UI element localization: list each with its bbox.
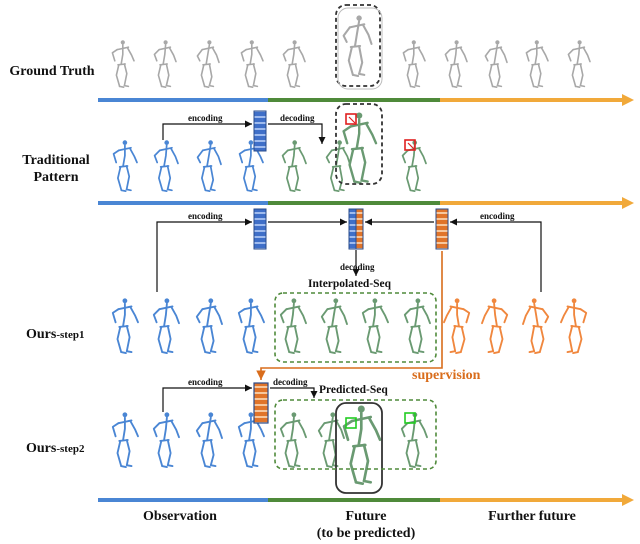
pose-figure [237, 412, 265, 469]
success-box-1 [345, 417, 357, 429]
timeline-arrowhead-2 [622, 197, 634, 209]
encoding-label-step1-left: encoding [188, 211, 223, 221]
latent-vector-step1-future [435, 208, 449, 250]
pose-figure [481, 298, 509, 355]
pose-figure [342, 405, 382, 486]
interpolated-seq-label: Interpolated-Seq [308, 278, 392, 290]
row-label-traditional-line1: Traditional [22, 153, 90, 168]
predicted-seq-box [274, 399, 437, 470]
error-box-1 [345, 113, 357, 125]
latent-vector-step1-obs [253, 208, 267, 250]
row-label-ours-step2: Ours-step2 [26, 440, 118, 458]
interpolated-seq-box [274, 292, 437, 363]
traditional-highlight-box [335, 103, 383, 185]
pose-figure [111, 40, 135, 88]
highlight-boxes [274, 4, 437, 494]
latent-vector-step1-mix-orange [355, 208, 364, 250]
arrow-supervision [256, 251, 443, 380]
row-label-traditional-line2: Pattern [33, 170, 79, 185]
encoding-label-step1-right: encoding [480, 211, 515, 221]
pose-figure [484, 40, 508, 88]
gt-highlight-shadow [337, 7, 383, 90]
encoding-label-step2: encoding [188, 377, 223, 387]
timeline-label-future-line2: (to be predicted) [316, 526, 416, 541]
decoding-label-traditional: decoding [280, 113, 315, 123]
gt-highlight-box [335, 4, 381, 87]
timeline-arrowhead-3 [622, 494, 634, 506]
row-label-ours-step1: Ours-step1 [26, 326, 118, 344]
row-label-ours-step1-main: Ours [26, 327, 57, 342]
pose-figure [317, 412, 345, 469]
pose-figure [361, 298, 389, 355]
pose-figure [111, 298, 139, 355]
pose-figure [153, 140, 179, 192]
pose-figure [153, 40, 177, 88]
pose-figure [342, 112, 378, 185]
predicted-seq-label: Predicted-Seq [319, 384, 388, 396]
error-box-2 [404, 139, 416, 151]
pose-figure [525, 40, 549, 88]
pose-figure [282, 40, 306, 88]
arrow-encoding-step1-left [156, 218, 252, 292]
timeline-label-future: Future (to be predicted) [286, 508, 446, 542]
pose-figure [196, 140, 222, 192]
pose-figure [237, 298, 265, 355]
pose-figure [443, 298, 471, 355]
row-label-ours-step2-main: Ours [26, 441, 57, 456]
arrow-decoding-step2 [270, 387, 318, 398]
pose-figure [196, 40, 220, 88]
pose-figure [320, 298, 348, 355]
latent-vector-step1-mix-blue [348, 208, 357, 250]
encoding-label-traditional: encoding [188, 113, 223, 123]
timelines [98, 94, 634, 506]
pose-figure [152, 412, 180, 469]
pose-figure [403, 298, 431, 355]
timeline-arrowhead-1 [622, 94, 634, 106]
arrow-encoding-step2 [162, 384, 252, 412]
row-label-ground-truth: Ground Truth [9, 64, 95, 79]
supervision-label: supervision [412, 368, 481, 383]
pose-figure [195, 412, 223, 469]
latent-vector-traditional [253, 110, 267, 152]
success-box-2 [404, 412, 416, 424]
pose-figure [152, 298, 180, 355]
latent-vector-step2 [253, 382, 269, 424]
flow-arrows [156, 110, 542, 424]
pose-figure [279, 298, 307, 355]
pose-figure [240, 40, 264, 88]
pose-figure [112, 140, 138, 192]
pose-figure [560, 298, 588, 355]
pose-figure [402, 40, 426, 88]
pose-figure [195, 298, 223, 355]
arrow-encoding-step1-right [450, 218, 542, 292]
decoding-label-step2: decoding [273, 377, 308, 387]
pose-figure [522, 298, 550, 355]
arrow-encoding-traditional [162, 120, 252, 140]
pose-figure [342, 15, 373, 78]
timeline-label-future-line1: Future [345, 509, 387, 524]
row-label-ours-step2-sub: -step2 [56, 443, 85, 455]
arrow-decoding-traditional [268, 123, 326, 144]
pose-figure [444, 40, 468, 88]
pose-figure [281, 140, 307, 192]
pose-figures [111, 15, 591, 486]
pose-figure [325, 140, 351, 192]
step2-highlight-box [335, 402, 383, 494]
row-label-traditional-pattern: Traditional Pattern [10, 152, 102, 186]
timeline-label-observation: Observation [143, 509, 217, 524]
row-label-ours-step1-sub: -step1 [56, 329, 85, 341]
decoding-label-step1: decoding [340, 262, 375, 272]
pose-figure [567, 40, 591, 88]
timeline-label-further-future: Further future [488, 509, 576, 524]
pose-figure [111, 412, 139, 469]
pose-figure [279, 412, 307, 469]
